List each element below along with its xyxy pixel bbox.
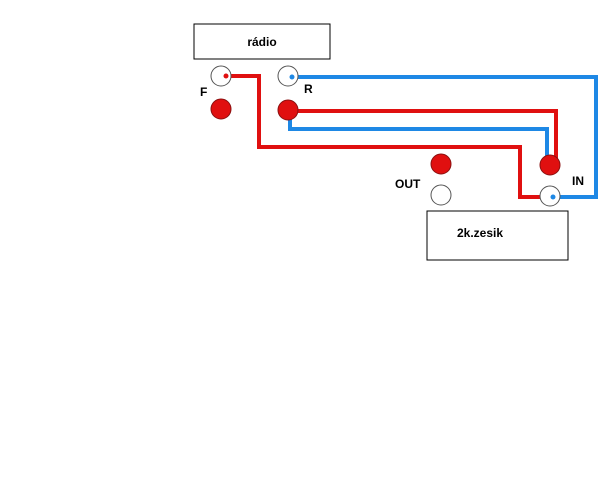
red-wire-rear [290,109,558,166]
out-label: OUT [395,177,421,191]
amplifier-box-label: 2k.zesik [457,226,503,240]
red-wire-tip-front [223,73,229,79]
amplifier-box [426,210,569,261]
blue-wire-rear-top [290,75,598,199]
radio-front-top-jack [210,65,232,87]
rear-label: R [304,82,313,96]
amp-out-top-jack [430,153,452,175]
in-label: IN [572,174,584,188]
amp-out-bottom-jack [430,184,452,206]
amp-in-bottom-jack [539,185,561,207]
radio-box [193,23,331,60]
radio-front-bottom-jack [210,98,232,120]
blue-wire-tip-amp-in [550,194,556,200]
radio-box-label: rádio [247,35,276,49]
front-label: F [200,85,207,99]
radio-rear-bottom-jack [277,99,299,121]
blue-wire-rear-bottom [288,111,549,166]
blue-wire-tip-rear [289,74,295,80]
radio-rear-top-jack [277,65,299,87]
amp-in-top-jack [539,154,561,176]
red-wire-front [224,74,552,199]
